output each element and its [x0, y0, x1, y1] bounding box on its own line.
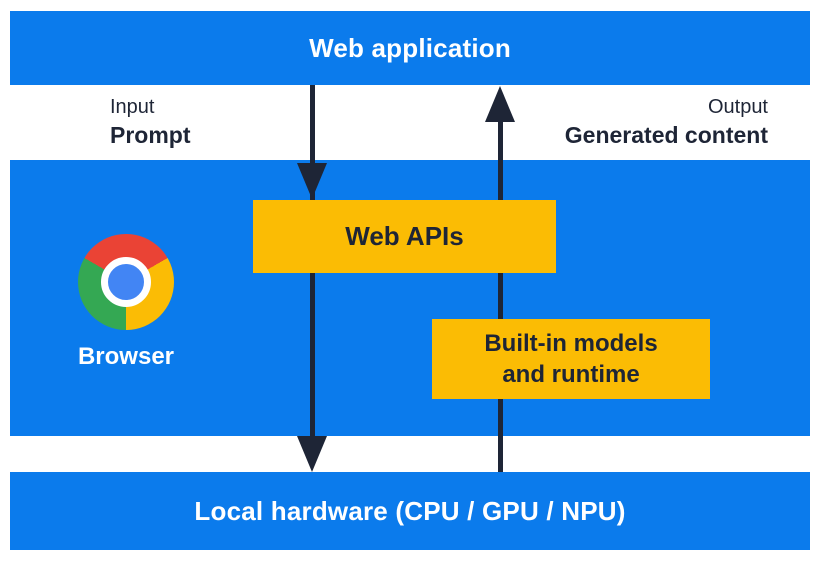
arrow-down-icon — [297, 436, 327, 472]
web-apis-label: Web APIs — [345, 221, 464, 251]
prompt-label: Prompt — [110, 122, 191, 148]
local-hardware-label: Local hardware (CPU / GPU / NPU) — [194, 495, 626, 526]
input-label-group: Input Prompt — [110, 94, 191, 150]
content-up-arrow-line — [498, 110, 503, 472]
output-label-group: Output Generated content — [565, 94, 768, 150]
local-hardware-bar: Local hardware (CPU / GPU / NPU) — [10, 472, 810, 550]
web-application-bar: Web application — [10, 11, 810, 85]
web-apis-box: Web APIs — [253, 200, 556, 273]
browser-label: Browser — [77, 343, 175, 370]
built-in-models-label-line1: Built-in models — [484, 330, 658, 357]
built-in-models-label-line2: and runtime — [502, 361, 640, 388]
generated-content-label: Generated content — [564, 122, 768, 148]
built-in-models-box: Built-in models and runtime — [432, 319, 710, 399]
output-label: Output — [707, 96, 768, 118]
web-application-label: Web application — [309, 32, 511, 63]
input-label: Input — [110, 96, 155, 118]
arrow-up-icon — [485, 86, 515, 122]
chrome-logo-icon — [78, 234, 174, 330]
chrome-logo-center — [101, 257, 151, 307]
arrow-down-icon — [297, 163, 327, 199]
